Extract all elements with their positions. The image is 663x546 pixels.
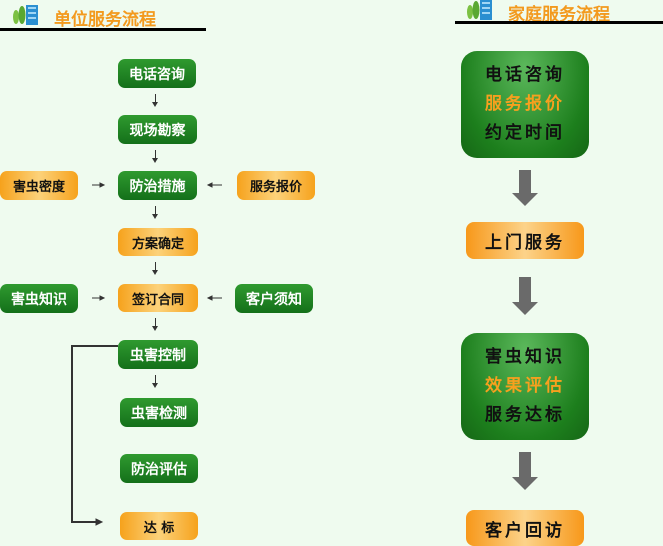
home-standard-line: 服务达标 xyxy=(485,405,565,425)
home-quote-line: 服务报价 xyxy=(485,94,565,114)
arrow-down xyxy=(152,150,158,163)
divider xyxy=(455,21,663,24)
step-control-measures: 防治措施 xyxy=(118,171,197,200)
arrow-down xyxy=(152,262,158,275)
home-evaluation-line: 效果评估 xyxy=(485,376,565,396)
home-flow-title: 家庭服务流程 xyxy=(508,5,610,25)
unit-flow-title: 单位服务流程 xyxy=(54,10,156,30)
building-trees-icon xyxy=(13,5,38,25)
step-phone-consult: 电话咨询 xyxy=(118,59,196,88)
step-plan-confirm: 方案确定 xyxy=(118,228,198,256)
step-target-met: 达 标 xyxy=(120,512,198,540)
side-pest-density: 害虫密度 xyxy=(0,171,78,200)
home-consult-line: 电话咨询 xyxy=(485,65,565,85)
arrow-down-icon xyxy=(512,170,538,206)
arrow-down xyxy=(152,375,158,388)
arrow-down xyxy=(152,94,158,107)
side-customer-notice: 客户须知 xyxy=(235,284,313,313)
arrow-down xyxy=(152,318,158,331)
step-pest-control: 虫害控制 xyxy=(118,340,198,369)
divider xyxy=(0,28,206,31)
arrow-down-icon xyxy=(512,452,538,490)
home-knowledge-line: 害虫知识 xyxy=(485,347,565,367)
step-site-survey: 现场勘察 xyxy=(118,115,197,144)
step-sign-contract: 签订合同 xyxy=(118,284,198,312)
home-block-knowledge: 害虫知识 效果评估 服务达标 xyxy=(461,333,589,440)
arrow-down-icon xyxy=(512,277,538,315)
side-pest-knowledge: 害虫知识 xyxy=(0,284,78,313)
home-step-followup: 客户回访 xyxy=(466,510,584,546)
home-schedule-line: 约定时间 xyxy=(485,123,565,143)
home-step-onsite: 上门服务 xyxy=(466,222,584,259)
building-trees-icon xyxy=(467,0,492,20)
home-block-consult: 电话咨询 服务报价 约定时间 xyxy=(461,51,589,158)
arrow-down xyxy=(152,206,158,219)
step-evaluation: 防治评估 xyxy=(120,454,198,483)
side-service-quote: 服务报价 xyxy=(237,171,315,200)
step-pest-detection: 虫害检测 xyxy=(120,398,198,427)
